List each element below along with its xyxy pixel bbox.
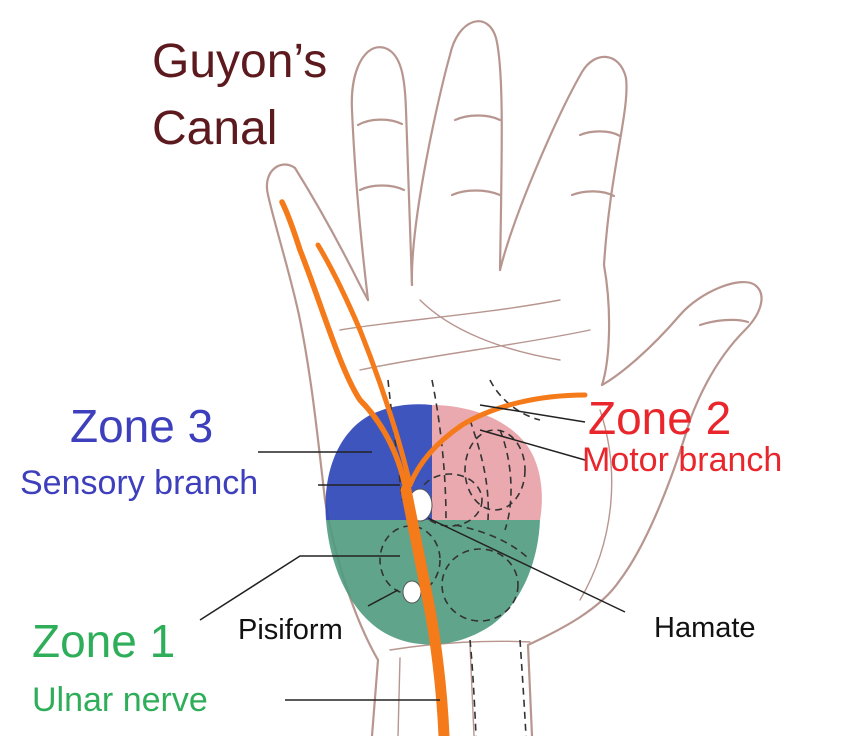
title-line-1: Guyon’s — [152, 38, 327, 86]
zone-2-region — [432, 405, 542, 520]
title-line-2: Canal — [152, 105, 277, 153]
zone-1-label: Zone 1 — [32, 618, 175, 664]
pisiform-label: Pisiform — [238, 616, 343, 645]
zone-3-desc: Sensory branch — [20, 466, 258, 500]
zone-2-desc: Motor branch — [582, 443, 782, 477]
zone-2-label: Zone 2 — [588, 395, 731, 441]
hamate-label: Hamate — [654, 614, 756, 643]
zone-3-label: Zone 3 — [70, 403, 213, 449]
zone-1-desc: Ulnar nerve — [32, 683, 208, 717]
pisiform-bone — [403, 581, 421, 603]
